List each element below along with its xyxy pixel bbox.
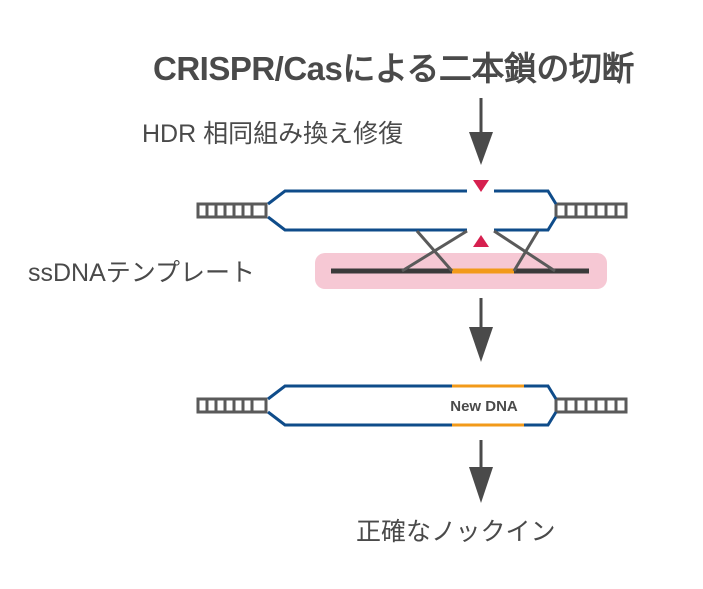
hdr-label: HDR 相同組み換え修復	[142, 120, 404, 148]
left-ladder-icon	[196, 202, 268, 219]
left-ladder-icon	[196, 397, 268, 414]
cut-dna-duplex	[196, 180, 628, 247]
right-ladder-icon	[554, 397, 628, 414]
ssdna-template-label: ssDNAテンプレート	[28, 259, 256, 287]
repaired-dna-duplex: New DNA	[196, 384, 628, 427]
knock-in-result-label: 正確なノックイン	[356, 518, 556, 546]
arrow-down-icon	[469, 298, 493, 362]
cut-site-marker-icon	[473, 180, 489, 192]
arrow-down-icon	[469, 440, 493, 503]
new-dna-label: New DNA	[450, 398, 518, 415]
arrow-down-icon	[469, 98, 493, 165]
cut-site-marker-icon	[473, 235, 489, 247]
ssdna-template	[315, 229, 607, 289]
diagram-title: CRISPR/Casによる二本鎖の切断	[153, 50, 634, 87]
right-ladder-icon	[554, 202, 628, 219]
